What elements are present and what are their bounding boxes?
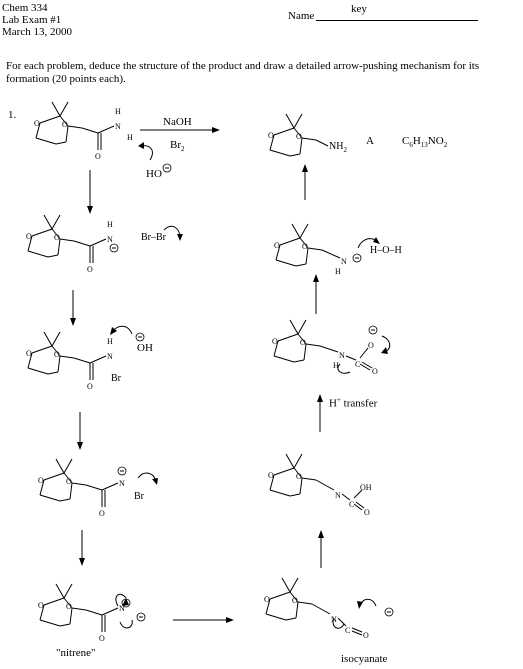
atom-water: H–O–H bbox=[370, 245, 402, 256]
name-label: Name bbox=[288, 10, 315, 22]
name-field-line[interactable] bbox=[316, 20, 478, 21]
course-title: Chem 334 bbox=[2, 2, 48, 14]
svg-text:O: O bbox=[87, 265, 93, 274]
label-isocyanate: isocyanate bbox=[341, 653, 388, 665]
structure-n-bromoamide: O N H bbox=[25, 331, 113, 391]
atom-br-br: Br–Br bbox=[141, 232, 166, 243]
structure-carbamic-acid: N C OH O bbox=[267, 453, 372, 517]
atom-br-2: Br bbox=[134, 491, 144, 502]
svg-text:O: O bbox=[99, 634, 105, 643]
svg-text:N: N bbox=[339, 351, 345, 360]
svg-text:N: N bbox=[331, 615, 337, 624]
svg-text:O: O bbox=[364, 508, 370, 517]
structure-product-amine bbox=[267, 113, 329, 157]
svg-text:OH: OH bbox=[360, 483, 372, 492]
svg-text:N: N bbox=[115, 122, 121, 131]
svg-text:C: C bbox=[355, 360, 360, 369]
product-formula: C6H13NO2 bbox=[402, 135, 448, 150]
negative-charges bbox=[109, 163, 394, 622]
label-hydroxide: HO bbox=[146, 168, 162, 180]
structure-starting-amide: O N H H bbox=[33, 101, 133, 161]
svg-text:N: N bbox=[341, 257, 347, 266]
svg-text:H: H bbox=[335, 267, 341, 276]
svg-text:O: O bbox=[95, 152, 101, 161]
svg-text:N: N bbox=[119, 604, 125, 613]
svg-text:N: N bbox=[335, 491, 341, 500]
structure-n-bromoamide-anion: O N bbox=[37, 458, 125, 518]
svg-text:H: H bbox=[127, 133, 133, 142]
svg-text:H: H bbox=[107, 337, 113, 346]
svg-text:O: O bbox=[363, 631, 369, 640]
structure-nitrene: O N bbox=[37, 583, 125, 643]
instructions-text: For each problem, deduce the structure o… bbox=[6, 60, 480, 85]
reagent-naoh: NaOH bbox=[163, 116, 192, 128]
svg-text:O: O bbox=[368, 341, 374, 350]
reaction-arrows bbox=[70, 127, 324, 623]
label-nitrene: "nitrene" bbox=[56, 647, 96, 659]
curly-arrows bbox=[110, 142, 391, 629]
exam-date: March 13, 2000 bbox=[2, 26, 72, 38]
svg-text:C: C bbox=[349, 500, 354, 509]
structure-amide-anion: O N H bbox=[25, 214, 113, 274]
svg-text:O: O bbox=[99, 509, 105, 518]
svg-text:O: O bbox=[372, 367, 378, 376]
problem-number: 1. bbox=[8, 109, 17, 121]
svg-text:O: O bbox=[87, 382, 93, 391]
structure-isocyanate: N C O bbox=[263, 577, 369, 640]
svg-text:N: N bbox=[119, 479, 125, 488]
product-label: A bbox=[366, 135, 374, 147]
label-hydroxide-2: OH bbox=[137, 342, 153, 354]
structure-amide-ion-water: N H bbox=[273, 223, 347, 276]
svg-text:N: N bbox=[107, 352, 113, 361]
svg-text:H: H bbox=[333, 361, 339, 370]
svg-text:N: N bbox=[107, 235, 113, 244]
structure-carbamate: N H C O O bbox=[271, 319, 378, 376]
reagent-br2: Br2 bbox=[170, 139, 185, 154]
svg-text:C: C bbox=[345, 626, 350, 635]
svg-text:H: H bbox=[107, 220, 113, 229]
atom-br-1: Br bbox=[111, 373, 121, 384]
atom-nh2: NH2 bbox=[329, 141, 347, 154]
exam-title: Lab Exam #1 bbox=[2, 14, 62, 26]
svg-text:H: H bbox=[115, 107, 121, 116]
name-field-value: key bbox=[351, 3, 367, 15]
label-h-transfer: H+ transfer bbox=[329, 396, 378, 410]
